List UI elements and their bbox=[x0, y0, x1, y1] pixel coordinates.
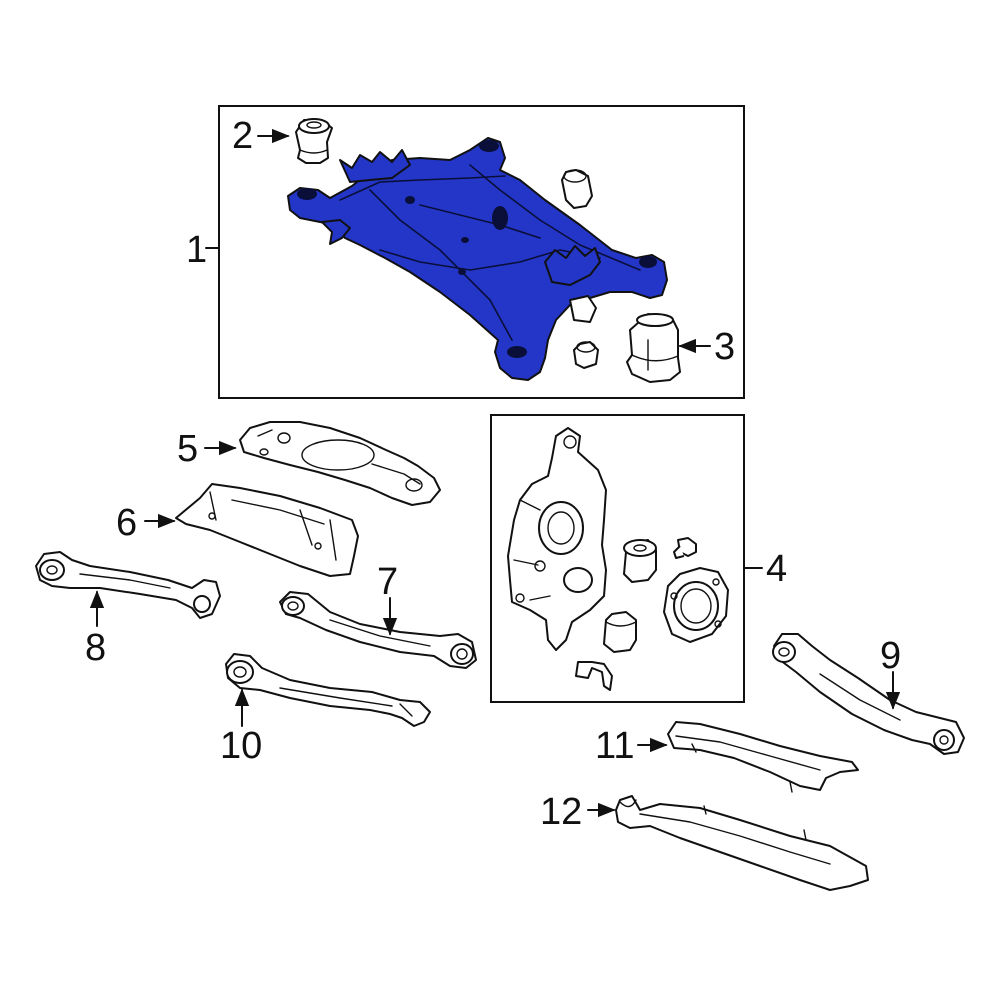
subframe-part[interactable] bbox=[287, 137, 668, 381]
group-box-4 bbox=[490, 414, 745, 703]
subframe-mount-fl bbox=[297, 188, 317, 200]
bar-part-11[interactable] bbox=[667, 721, 859, 793]
subframe-crossmember-rear bbox=[379, 249, 601, 271]
callout-5: 5 bbox=[177, 428, 198, 470]
callout-3: 3 bbox=[714, 326, 735, 368]
control-arm-part-5[interactable] bbox=[239, 421, 441, 506]
hub-flange bbox=[663, 567, 729, 643]
knuckle-bolt bbox=[673, 537, 697, 559]
shield-part-12[interactable] bbox=[615, 795, 869, 891]
subframe-rail-left bbox=[369, 189, 513, 341]
shield-part-6[interactable] bbox=[175, 483, 359, 577]
loose-bushing-lower bbox=[573, 341, 599, 369]
knuckle-part[interactable] bbox=[507, 427, 607, 651]
subframe-bracket-left bbox=[339, 149, 411, 183]
arm-part-8[interactable] bbox=[35, 551, 221, 619]
subframe-crossmember-front bbox=[339, 175, 506, 201]
subframe-mount-rl bbox=[507, 346, 527, 358]
subframe-hole-2 bbox=[461, 237, 469, 243]
subframe-rail-right bbox=[469, 164, 641, 271]
subframe-mount-fr bbox=[479, 140, 499, 152]
subframe-body bbox=[287, 137, 668, 381]
bushing-part-2[interactable] bbox=[295, 118, 333, 164]
subframe-bracket-right bbox=[544, 245, 601, 286]
callout-4: 4 bbox=[766, 548, 787, 590]
knuckle-clip bbox=[575, 661, 613, 691]
callout-9: 9 bbox=[880, 635, 901, 677]
callout-11: 11 bbox=[595, 725, 634, 767]
callout-7: 7 bbox=[377, 561, 398, 603]
subframe-web bbox=[419, 204, 541, 239]
subframe-side-bracket bbox=[569, 295, 597, 323]
group-box-1 bbox=[218, 105, 745, 399]
knuckle-bushing bbox=[623, 539, 657, 583]
callout-1: 1 bbox=[186, 229, 207, 271]
subframe-bracket-lower bbox=[321, 219, 351, 245]
callout-12: 12 bbox=[540, 791, 582, 833]
callout-8: 8 bbox=[85, 627, 106, 669]
callout-2: 2 bbox=[232, 115, 253, 157]
arm-part-7[interactable] bbox=[279, 591, 477, 669]
callout-10: 10 bbox=[220, 725, 262, 767]
subframe-hole-1 bbox=[492, 206, 508, 230]
subframe-mount-rr bbox=[639, 256, 657, 268]
subframe-hole-4 bbox=[405, 196, 415, 204]
callout-6: 6 bbox=[116, 502, 137, 544]
subframe-hole-3 bbox=[458, 269, 466, 275]
arm-part-10[interactable] bbox=[225, 653, 431, 727]
loose-bushing-upper bbox=[561, 169, 593, 209]
knuckle-small-bushing bbox=[603, 611, 637, 653]
bushing-part-3[interactable] bbox=[626, 313, 681, 383]
arm-part-9[interactable] bbox=[772, 633, 965, 755]
